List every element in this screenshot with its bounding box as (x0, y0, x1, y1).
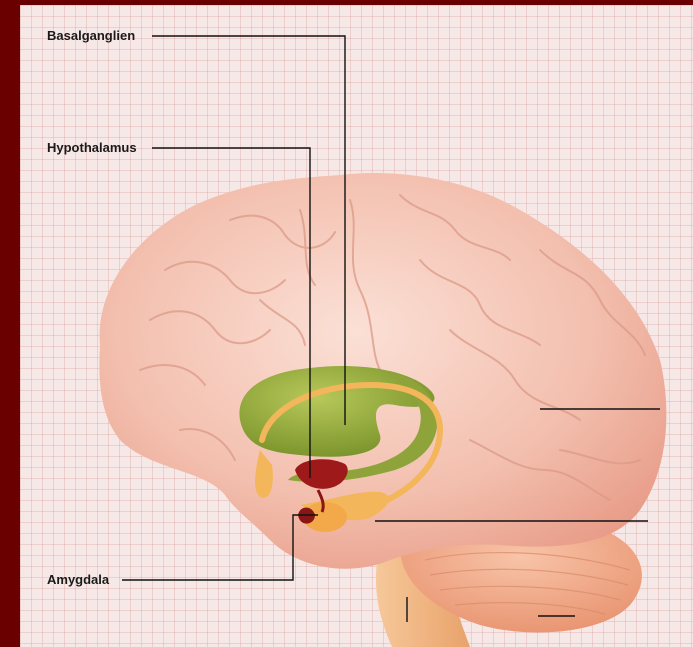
label-hypothalamus: Hypothalamus (47, 141, 137, 155)
label-basalganglien: Basalganglien (47, 29, 135, 43)
label-amygdala: Amygdala (47, 573, 109, 587)
